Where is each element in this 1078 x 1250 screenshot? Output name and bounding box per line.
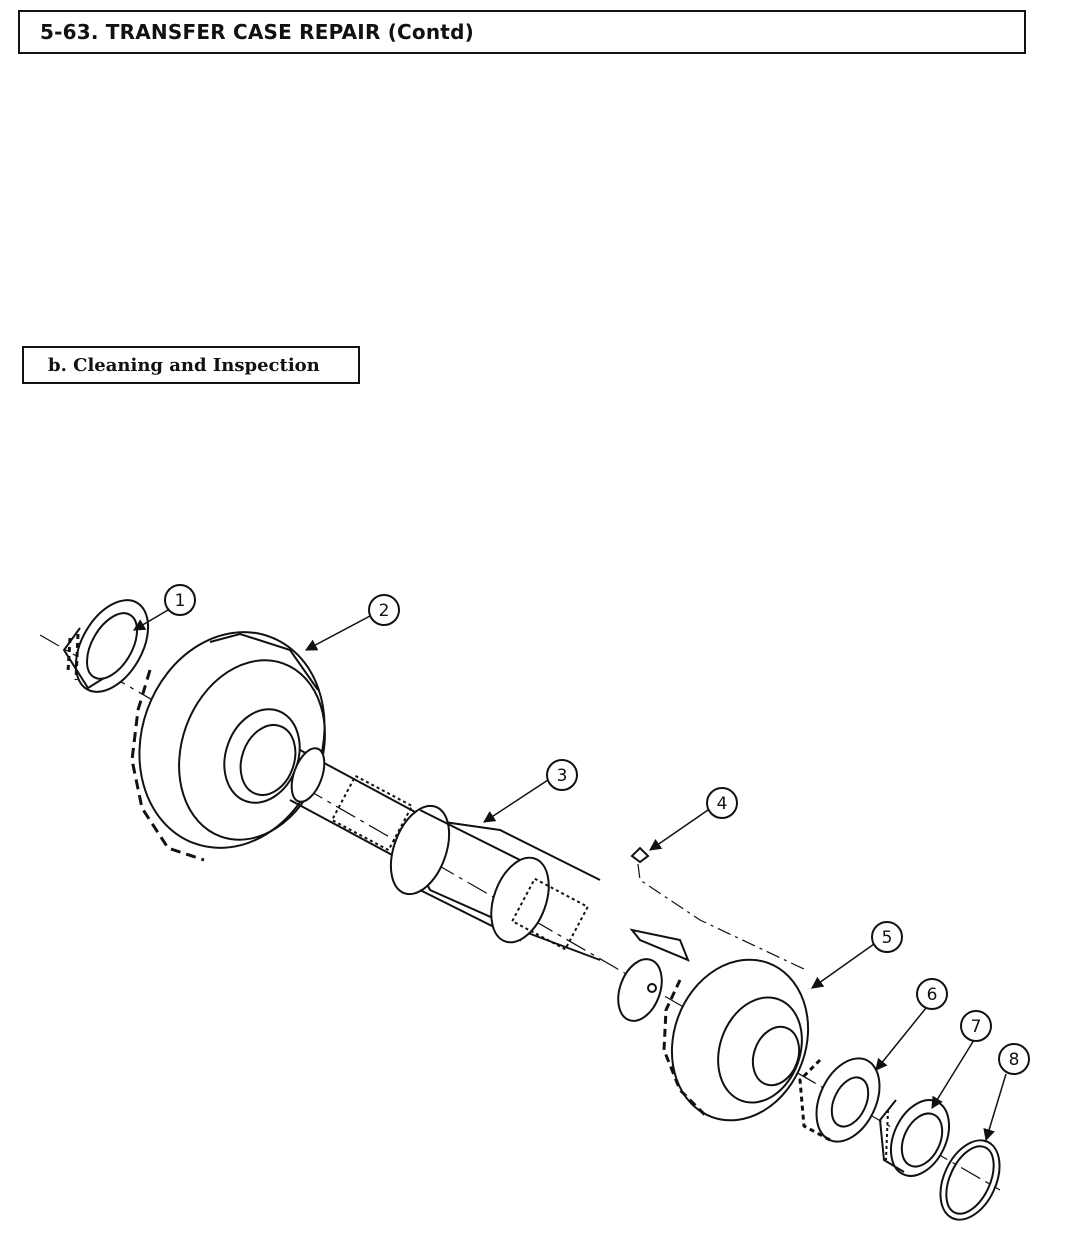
- callout-leaders: [132, 609, 1007, 1142]
- callout-3: 3: [546, 759, 578, 791]
- section-header: 5-63. TRANSFER CASE REPAIR (Contd): [18, 10, 1026, 54]
- svg-text:1: 1: [175, 591, 186, 611]
- bearing-cone-6-illustration: [798, 1057, 881, 1143]
- svg-text:3: 3: [557, 766, 568, 786]
- callout-8: 8: [998, 1043, 1030, 1075]
- bearing-cone-1-illustration: [62, 599, 150, 693]
- callout-7: 7: [960, 1010, 992, 1042]
- svg-text:5: 5: [882, 928, 893, 948]
- snap-ring-8-illustration: [939, 1139, 1001, 1221]
- subsection-title: b. Cleaning and Inspection: [48, 354, 320, 376]
- large-gear-2-illustration: [130, 631, 326, 862]
- svg-text:7: 7: [971, 1017, 982, 1037]
- svg-text:8: 8: [1009, 1050, 1020, 1070]
- callout-5: 5: [871, 921, 903, 953]
- subsection-header: b. Cleaning and Inspection: [22, 346, 360, 384]
- callout-2: 2: [368, 594, 400, 626]
- section-title: 5-63. TRANSFER CASE REPAIR (Contd): [40, 20, 474, 44]
- exploded-view-illustration: 1 2 3 4 5 6 7 8: [39, 584, 1030, 1221]
- callout-1: 1: [164, 584, 196, 616]
- callout-6: 6: [916, 978, 948, 1010]
- callout-4: 4: [706, 787, 738, 819]
- svg-text:6: 6: [927, 985, 938, 1005]
- svg-text:4: 4: [717, 794, 728, 814]
- shaft-3-illustration: [289, 747, 663, 1022]
- svg-text:2: 2: [379, 601, 390, 621]
- key-4-illustration: [629, 846, 807, 971]
- small-gear-5-illustration: [662, 958, 810, 1122]
- callouts: 1 2 3 4 5 6 7 8: [164, 584, 1030, 1075]
- spacer-7-illustration: [878, 1099, 951, 1177]
